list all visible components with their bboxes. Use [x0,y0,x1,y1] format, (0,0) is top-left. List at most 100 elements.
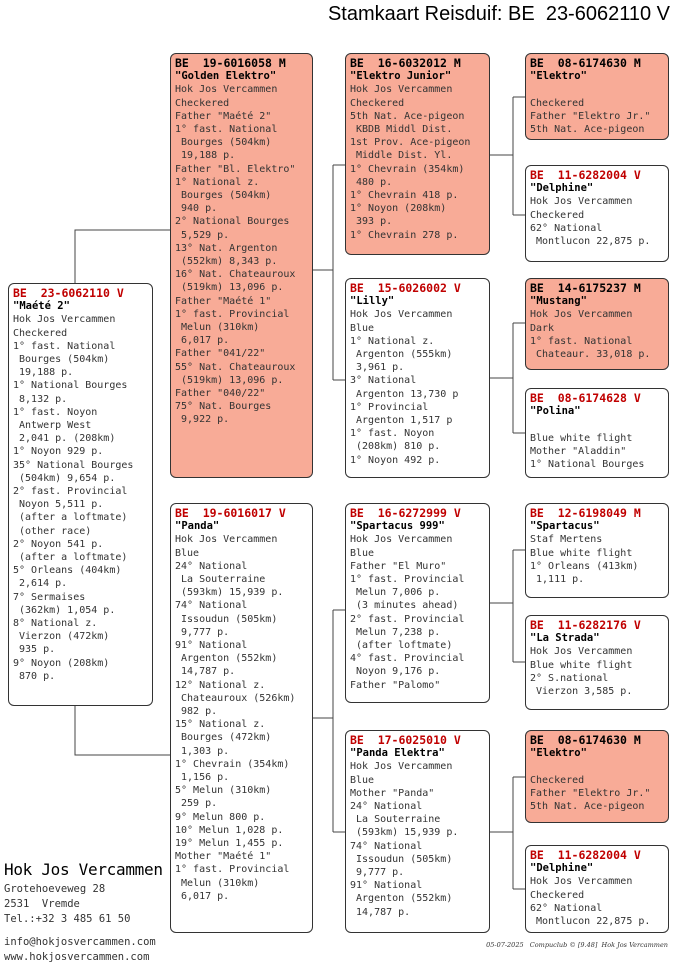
pigeon-name: "Maété 2" [13,300,70,313]
pigeon-detail-line: (3 minutes ahead) [350,600,459,612]
pigeon-detail-line: Vierzon 3,585 p. [530,686,633,698]
pigeon-detail-line: Checkered [530,774,585,786]
pigeon-card-p1[interactable]: BE 23-6062110 V"Maété 2"Hok Jos Vercamme… [8,283,153,706]
pigeon-detail-line: 1° National Bourges [13,380,128,392]
pigeon-detail-line: 15° National z. [175,719,266,731]
connector-p1-mother [74,706,170,756]
pigeon-detail-line: 12° National z. [175,679,266,691]
pigeon-name: "Delphine" [530,182,594,195]
pigeon-detail-line: 5,529 p. [175,229,230,241]
pigeon-name: "Spartacus" [530,520,600,533]
pigeon-name: "Elektro" [530,747,587,760]
pigeon-detail-line: Mother "Aladdin" [530,445,627,457]
ring-number: BE 11-6282176 V [530,618,641,632]
pigeon-detail-line: (519km) 13,096 p. [175,374,284,386]
pigeon-detail-line: 5th Nat. Ace-pigeon [530,124,645,135]
pigeon-detail-line: 1° fast. National [13,340,116,352]
pigeon-detail-line: 1° Provincial [350,401,429,413]
pigeon-detail-line: Checkered [175,97,230,109]
connector-m [313,609,345,833]
pigeon-name: "Elektro Junior" [350,70,452,83]
pigeon-detail-line: (504km) 9,654 p. [13,472,116,484]
pigeon-card-fmm[interactable]: BE 08-6174628 V"Polina"Blue white flight… [525,388,669,478]
owner-email[interactable]: info@hokjosvercammen.com [4,936,156,948]
pigeon-detail-line: Bourges (504km) [13,354,110,366]
pigeon-detail-line: 8,132 p. [13,393,68,405]
pigeon-detail-line: (after a loftmate) [13,552,128,564]
pigeon-detail-line: 1,303 p. [175,745,230,757]
pigeon-detail-line: (519km) 13,096 p. [175,282,284,294]
pigeon-detail-line: 24° National [350,801,423,813]
pigeon-detail-line: 91° National [175,640,248,652]
pigeon-detail-line: Father "Maété 2" [175,110,272,122]
pigeon-detail-line: 9,922 p. [175,414,230,426]
pigeon-card-mm[interactable]: BE 17-6025010 V"Panda Elektra"Hok Jos Ve… [345,730,490,933]
pigeon-detail-line: Noyon 5,511 p. [13,499,104,511]
pigeon-detail-line: Argenton (552km) [175,653,278,665]
pigeon-detail-line: 1° Noyon (208km) [350,203,447,215]
pigeon-detail-line: 5th Nat. Ace-pigeon [350,110,465,122]
pigeon-name: "Elektro" [530,70,587,83]
pigeon-detail-line: Dark [530,322,555,334]
pigeon-detail-line: 1° National z. [175,176,260,188]
pigeon-detail-line: Issoudun (505km) [175,613,278,625]
pigeon-detail-line: Hok Jos Vercammen [350,309,453,321]
pigeon-detail-line: 1,156 p. [175,772,230,784]
pigeon-detail-line: 259 p. [175,798,218,810]
pigeon-detail-line: 1° Chevrain (354km) [350,163,465,175]
owner-website[interactable]: www.hokjosvercammen.com [4,951,150,963]
pigeon-detail-line: Father "041/22" [175,348,266,360]
connector-p1-father [74,229,170,283]
pigeon-detail-line: Blue [350,547,375,559]
pigeon-card-mf[interactable]: BE 16-6272999 V"Spartacus 999"Hok Jos Ve… [345,503,490,703]
pigeon-card-f[interactable]: BE 19-6016058 M"Golden Elektro"Hok Jos V… [170,53,313,478]
pigeon-detail-line: Father "040/22" [175,388,266,400]
pigeon-detail-line: 5° Melun (310km) [175,785,272,797]
pigeon-detail-line: Checkered [350,97,405,109]
pigeon-detail-line: Checkered [13,327,68,339]
pigeon-detail-line: Blue [350,322,375,334]
ring-number: BE 08-6174630 M [530,56,641,70]
pigeon-detail-line: Hok Jos Vercammen [175,84,278,96]
pigeon-card-ff[interactable]: BE 16-6032012 M"Elektro Junior"Hok Jos V… [345,53,490,255]
owner-phone: Tel.:+32 3 485 61 50 [4,913,131,925]
pigeon-detail-line: Antwerp West [13,420,92,432]
pigeon-card-mmm[interactable]: BE 11-6282004 V"Delphine"Hok Jos Vercamm… [525,845,669,933]
pigeon-detail-line: Father "Elektro Jr." [530,787,651,799]
pigeon-detail-line: 9° Melun 800 p. [175,811,266,823]
pigeon-detail-line: Hok Jos Vercammen [175,534,278,546]
pigeon-detail-line: 2° fast. Provincial [350,613,465,625]
pigeon-card-fmf[interactable]: BE 14-6175237 M"Mustang"Hok Jos Vercamme… [525,278,669,370]
pigeon-detail-line: 55° Nat. Chateauroux [175,361,296,373]
pigeon-detail-line: Montlucon 22,875 p. [530,916,651,928]
pigeon-detail-line: 62° National [530,222,603,234]
pigeon-detail-line: Hok Jos Vercammen [530,309,633,321]
owner-city: 2531 Vremde [4,898,80,910]
ring-number: BE 23-6062110 V [13,286,124,300]
pigeon-detail-line: La Souterraine [175,574,266,586]
pigeon-detail-line: Melun 7,006 p. [350,587,441,599]
pigeon-detail-line [530,83,664,96]
pigeon-detail-line: Middle Dist. Yl. [350,150,453,162]
pigeon-name: "Mustang" [530,295,587,308]
pigeon-detail-line: 1,111 p. [530,574,585,586]
pigeon-detail-line: Father "El Muro" [350,560,447,572]
pigeon-detail-line: 1st Prov. Ace-pigeon [350,137,471,149]
pigeon-detail-line: Mother "Panda" [350,787,435,799]
pigeon-detail-line: 7° Sermaises [13,591,86,603]
ring-number: BE 19-6016058 M [175,56,286,70]
pigeon-card-mfm[interactable]: BE 11-6282176 V"La Strada"Hok Jos Vercam… [525,615,669,710]
pigeon-detail-line: 1° Noyon 492 p. [350,454,441,466]
pigeon-name: "Panda Elektra" [350,747,445,760]
pigeon-card-ffm[interactable]: BE 11-6282004 V"Delphine"Hok Jos Vercamm… [525,165,669,262]
pigeon-detail-line: Hok Jos Vercammen [530,876,633,888]
ring-number: BE 11-6282004 V [530,168,641,182]
pigeon-detail-line: (other race) [13,525,92,537]
pigeon-detail-line: 1° Chevrain (354km) [175,758,290,770]
pigeon-detail-line: Hok Jos Vercammen [13,314,116,326]
